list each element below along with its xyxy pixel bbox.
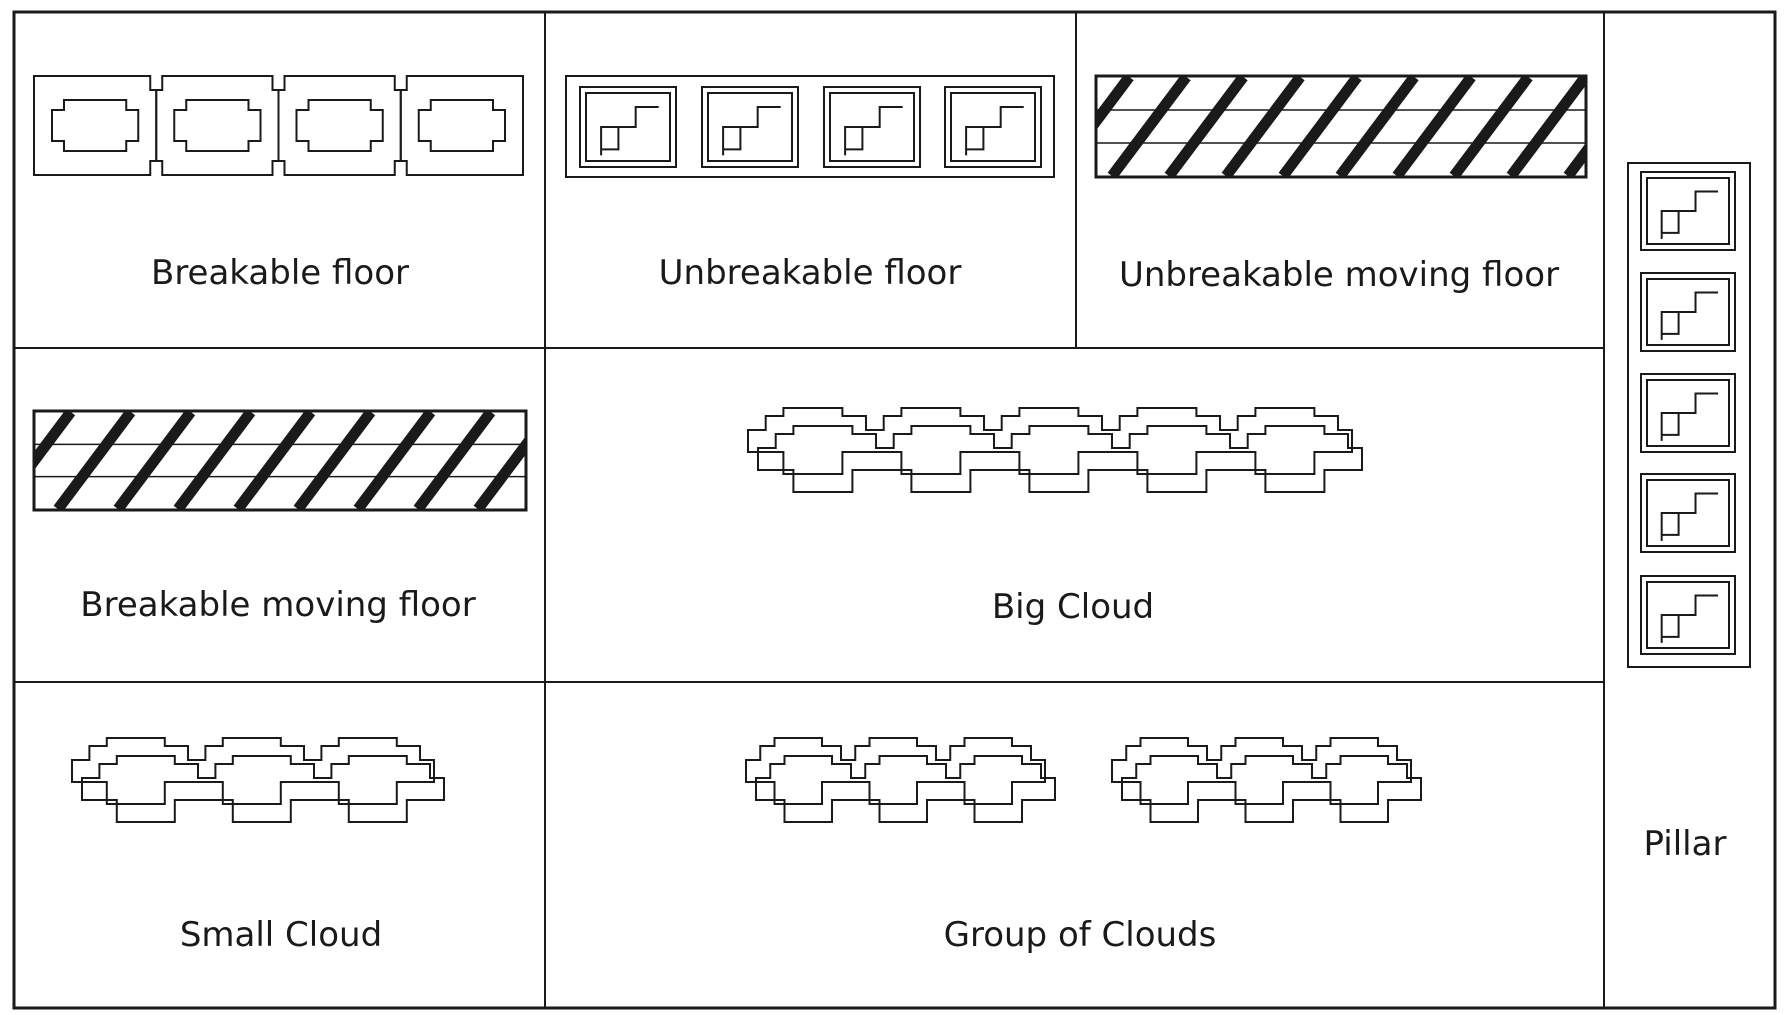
label-breakable-moving-floor: Breakable moving floor bbox=[80, 585, 475, 625]
label-unbreakable-floor: Unbreakable floor bbox=[659, 253, 962, 293]
breakable-floor-inner-panel bbox=[52, 100, 138, 151]
stair-step-line bbox=[1662, 615, 1679, 643]
unbreakable-moving-floor-graphic bbox=[998, 76, 1699, 177]
stair-step-line bbox=[1662, 413, 1679, 441]
label-big-cloud: Big Cloud bbox=[992, 587, 1154, 627]
stair-step-line bbox=[845, 107, 903, 149]
breakable-moving-floor-stripe bbox=[0, 412, 11, 509]
stair-step-line bbox=[1662, 513, 1679, 541]
big-cloud-graphic bbox=[748, 408, 1362, 492]
stair-step-line bbox=[1662, 293, 1718, 334]
breakable-moving-floor-graphic bbox=[0, 411, 611, 510]
small-cloud-outline-top bbox=[72, 738, 434, 804]
stair-step-line bbox=[723, 107, 781, 149]
breakable-floor-inner-panel bbox=[297, 100, 383, 151]
breakable-floor-inner-panel bbox=[174, 100, 260, 151]
stair-step-line bbox=[1662, 494, 1718, 535]
label-breakable-floor: Breakable floor bbox=[151, 253, 409, 293]
breakable-moving-floor-stripe bbox=[538, 412, 611, 509]
label-group-of-clouds: Group of Clouds bbox=[944, 915, 1217, 955]
small-cloud-graphic bbox=[72, 738, 444, 822]
stair-step-line bbox=[966, 107, 1024, 149]
unbreakable-floor-graphic bbox=[566, 76, 1054, 177]
label-pillar: Pillar bbox=[1644, 824, 1727, 864]
big-cloud-outline-bottom bbox=[758, 426, 1362, 492]
unbreakable-moving-floor-stripe bbox=[1625, 77, 1699, 176]
label-unbreakable-moving-floor: Unbreakable moving floor bbox=[1119, 255, 1559, 295]
stair-step-line bbox=[845, 127, 862, 155]
stair-step-line bbox=[1662, 596, 1718, 637]
big-cloud-outline-top bbox=[748, 408, 1352, 474]
cloud-right-outline-top bbox=[1112, 738, 1411, 804]
cloud-left-outline-bottom bbox=[756, 756, 1055, 822]
stair-step-line bbox=[723, 127, 740, 155]
pillar-graphic bbox=[1628, 163, 1750, 667]
breakable-floor-graphic bbox=[34, 76, 523, 175]
cloud-left-outline-top bbox=[746, 738, 1045, 804]
labels: Breakable floor Unbreakable floor Unbrea… bbox=[80, 253, 1726, 955]
stair-step-line bbox=[601, 107, 659, 149]
stair-step-line bbox=[1662, 211, 1679, 239]
small-cloud-outline-bottom bbox=[82, 756, 444, 822]
group-of-clouds-graphic bbox=[746, 738, 1421, 822]
label-small-cloud: Small Cloud bbox=[180, 915, 382, 955]
stair-step-line bbox=[1662, 312, 1679, 340]
stair-step-line bbox=[1662, 394, 1718, 435]
stair-step-line bbox=[601, 127, 618, 155]
stair-step-line bbox=[1662, 192, 1718, 233]
breakable-floor-inner-panel bbox=[419, 100, 505, 151]
stair-step-line bbox=[966, 127, 983, 155]
cloud-right-outline-bottom bbox=[1122, 756, 1421, 822]
